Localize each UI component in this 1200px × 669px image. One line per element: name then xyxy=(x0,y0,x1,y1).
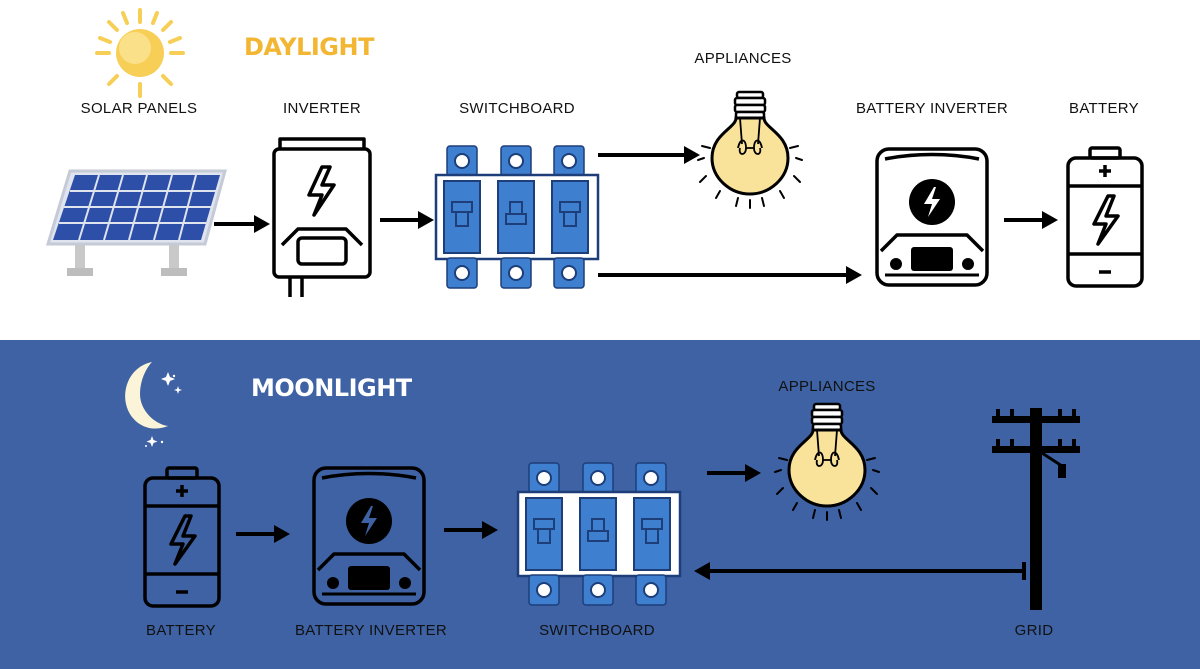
label-solar-panels: SOLAR PANELS xyxy=(80,100,198,117)
label-appliances: APPLIANCES xyxy=(694,50,792,67)
arrow-battery-to-battery-inverter xyxy=(236,525,290,543)
utility-pole-icon xyxy=(992,408,1080,610)
inverter-icon xyxy=(272,137,372,297)
arrow-inverter-to-switchboard xyxy=(380,211,434,229)
light-bulb-icon xyxy=(697,90,803,209)
label-switchboard: SWITCHBOARD xyxy=(459,100,575,117)
light-bulb-icon-night xyxy=(774,402,880,521)
battery-icon-night xyxy=(143,466,221,608)
label-battery-inverter-night: BATTERY INVERTER xyxy=(294,622,448,639)
solar-panel-icon xyxy=(45,169,227,276)
arrow-switchboard-to-appliances xyxy=(598,146,700,164)
battery-icon xyxy=(1066,146,1144,288)
sun-icon xyxy=(95,8,185,98)
arrow-battery-inverter-to-battery xyxy=(1004,211,1058,229)
arrow-switchboard-to-battery-inverter xyxy=(598,266,862,284)
battery-inverter-icon-night xyxy=(312,466,426,606)
label-grid: GRID xyxy=(1014,622,1054,639)
switchboard-icon-night xyxy=(516,462,682,606)
arrow-switchboard-to-appliances-night xyxy=(707,464,761,482)
arrow-grid-to-switchboard xyxy=(694,562,1026,580)
daylight-panel: DAYLIGHT SOLAR PANELS INVERTER SWITCHBOA… xyxy=(45,8,1144,297)
battery-inverter-icon xyxy=(875,147,989,287)
label-inverter: INVERTER xyxy=(283,100,361,117)
label-switchboard-night: SWITCHBOARD xyxy=(539,622,655,639)
label-battery-inverter: BATTERY INVERTER xyxy=(855,100,1009,117)
daylight-title: DAYLIGHT xyxy=(244,33,374,61)
label-appliances-night: APPLIANCES xyxy=(778,378,876,395)
moon-icon xyxy=(125,362,182,447)
moonlight-title: MOONLIGHT xyxy=(251,374,412,402)
moonlight-panel: MOONLIGHT BATTERY BATTERY INVERTER SWITC… xyxy=(0,340,1200,669)
label-battery-night: BATTERY xyxy=(146,622,216,639)
label-battery: BATTERY xyxy=(1069,100,1139,117)
arrow-solar-to-inverter xyxy=(214,215,270,233)
switchboard-icon xyxy=(434,145,600,289)
arrow-battery-inverter-to-switchboard xyxy=(444,521,498,539)
